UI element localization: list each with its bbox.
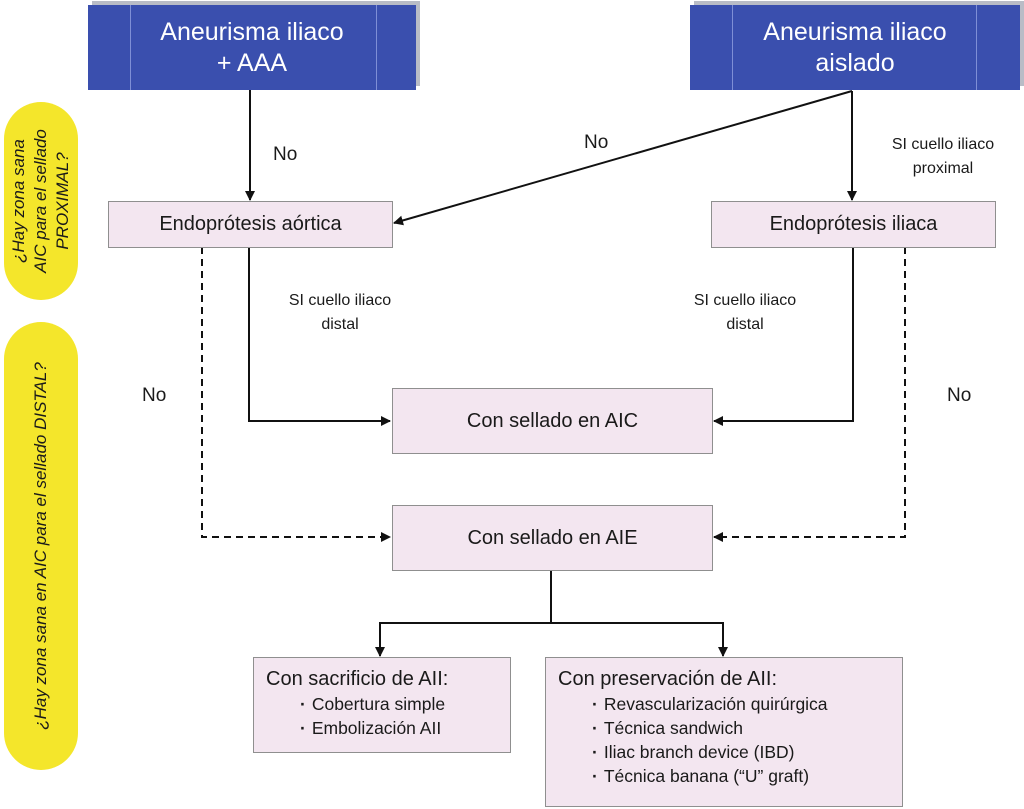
- edge-label-no-left: No: [142, 385, 167, 406]
- arrow-iliaca-to-aie-dashed: [713, 247, 906, 542]
- list-item: Técnica banana (“U” graft): [592, 764, 890, 788]
- list-item: Embolización AII: [300, 716, 498, 740]
- node-title-line1: Aneurisma iliaco: [763, 17, 947, 46]
- edge-label-no-aislado: No: [584, 132, 609, 153]
- arrow-aislado-to-aortica: [393, 90, 853, 226]
- box-divider: [732, 5, 733, 90]
- node-title-line2: aislado: [815, 48, 895, 77]
- edge-label-si-distal-right: SI cuello iliaco distal: [670, 289, 820, 337]
- node-aneurisma-iliaco-aaa: Aneurisma iliaco + AAA: [88, 5, 416, 90]
- arrow-iliaca-to-aic: [713, 247, 854, 426]
- box-divider: [130, 5, 131, 90]
- list-item: Cobertura simple: [300, 692, 498, 716]
- edge-label-line1: SI cuello iliaco: [288, 292, 392, 309]
- edge-label-no-right: No: [947, 385, 972, 406]
- node-sellado-aie: Con sellado en AIE: [392, 505, 713, 571]
- node-sacrificio-aii: Con sacrificio de AII: Cobertura simple …: [253, 657, 511, 753]
- node-preservacion-aii: Con preservación de AII: Revascularizaci…: [545, 657, 903, 807]
- sacrificio-options-list: Cobertura simple Embolización AII: [266, 692, 498, 740]
- edge-label-line2: distal: [321, 316, 359, 333]
- preservacion-options-list: Revascularización quirúrgica Técnica san…: [558, 692, 890, 788]
- edge-label-no-aaa: No: [273, 144, 298, 165]
- node-endoprotesis-aortica: Endoprótesis aórtica: [108, 201, 393, 248]
- question-distal-pill: ¿Hay zona sana en AIC para el sellado DI…: [4, 322, 78, 770]
- question-proximal-pill: ¿Hay zona sana AIC para el sellado PROXI…: [4, 102, 78, 300]
- node-sellado-aic: Con sellado en AIC: [392, 388, 713, 454]
- arrow-aortica-to-aic: [248, 247, 391, 426]
- node-aneurisma-iliaco-aislado: Aneurisma iliaco aislado: [690, 5, 1020, 90]
- box-divider: [376, 5, 377, 90]
- box-divider: [976, 5, 977, 90]
- edge-label-line1: SI cuello iliaco: [891, 136, 995, 153]
- edge-label-si-proximal: SI cuello iliaco proximal: [868, 133, 1018, 181]
- list-item: Técnica sandwich: [592, 716, 890, 740]
- arrow-aortica-to-aie-dashed: [201, 247, 391, 542]
- node-sacrificio-title: Con sacrificio de AII:: [266, 668, 449, 690]
- node-endoprotesis-iliaca: Endoprótesis iliaca: [711, 201, 996, 248]
- node-title-line1: Aneurisma iliaco: [160, 17, 344, 46]
- edge-label-line2: distal: [726, 316, 764, 333]
- node-preservacion-title: Con preservación de AII:: [558, 668, 778, 690]
- list-item: Iliac branch device (IBD): [592, 740, 890, 764]
- list-item: Revascularización quirúrgica: [592, 692, 890, 716]
- edge-label-line1: SI cuello iliaco: [693, 292, 797, 309]
- edge-label-si-distal-left: SI cuello iliaco distal: [265, 289, 415, 337]
- node-title-line2: + AAA: [216, 48, 288, 77]
- edge-label-line2: proximal: [912, 160, 974, 177]
